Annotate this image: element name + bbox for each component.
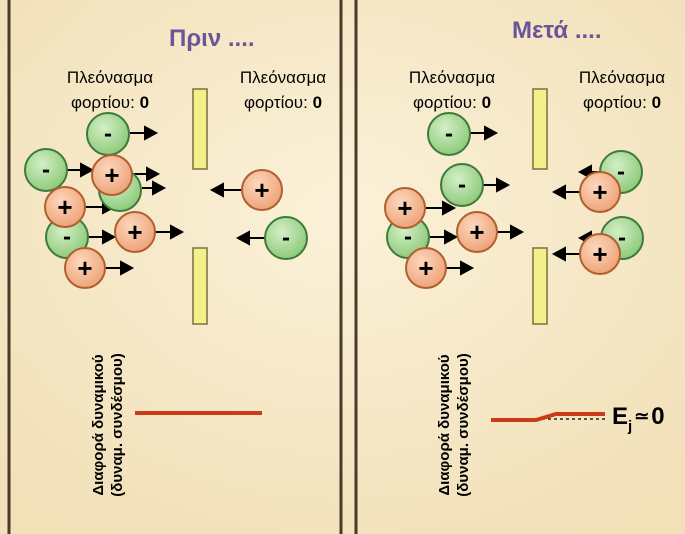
panel-title: Πριν ....: [169, 25, 255, 52]
positive-charge-icon: +: [456, 211, 498, 253]
arrow-right-icon: [130, 125, 159, 141]
negative-charge-icon: -: [427, 112, 471, 156]
arrow-right-icon: [446, 260, 475, 276]
svg-text:-: -: [458, 172, 466, 199]
svg-text:-: -: [617, 159, 625, 186]
arrow-right-icon: [426, 200, 457, 216]
svg-text:+: +: [418, 253, 433, 283]
potential-line: [491, 412, 605, 422]
right-charge-label: φορτίου: 0: [583, 93, 661, 112]
arrow-right-icon: [104, 260, 135, 276]
svg-text:+: +: [104, 160, 119, 190]
positive-charge-icon: +: [384, 187, 426, 229]
positive-charge-icon: +: [64, 247, 106, 289]
positive-charge-icon: +: [44, 186, 86, 228]
arrow-right-icon: [470, 125, 499, 141]
svg-text:+: +: [57, 192, 72, 222]
positive-charge-icon: +: [579, 233, 621, 275]
svg-text:+: +: [397, 193, 412, 223]
negative-charge-icon: -: [86, 112, 130, 156]
positive-charge-icon: +: [91, 154, 133, 196]
arrow-left-icon: [551, 246, 580, 262]
membrane-barrier-icon: [532, 88, 548, 170]
panel-before: Πριν .... Πλεόνασμα φορτίου: 0 Πλεόνασμα…: [7, 0, 343, 534]
arrow-right-icon: [497, 224, 525, 240]
svg-text:-: -: [618, 225, 626, 252]
membrane-barrier-icon: [192, 88, 208, 170]
membrane-barrier-icon: [532, 247, 548, 325]
svg-text:-: -: [404, 224, 412, 251]
potential-axis-label: (δυναμ. συνδέσμου): [109, 353, 126, 496]
svg-text:-: -: [104, 121, 112, 148]
arrow-right-icon: [430, 229, 459, 245]
arrow-left-icon: [235, 230, 266, 246]
negative-charge-icon: -: [24, 148, 68, 192]
right-charge-label: φορτίου: 0: [244, 93, 322, 112]
membrane-barrier-icon: [192, 247, 208, 325]
left-charge-label: φορτίου: 0: [71, 93, 149, 112]
svg-text:-: -: [63, 224, 71, 251]
svg-text:+: +: [77, 253, 92, 283]
arrow-left-icon: [551, 184, 580, 200]
right-charge-label: Πλεόνασμα: [240, 68, 326, 87]
svg-text:-: -: [445, 121, 453, 148]
svg-text:+: +: [592, 239, 607, 269]
negative-charge-icon: -: [440, 163, 484, 207]
panel-after: Μετά .... Πλεόνασμα φορτίου: 0 Πλεόνασμα…: [354, 0, 665, 534]
potential-axis-label: (δυναμ. συνδέσμου): [455, 353, 472, 496]
svg-text:+: +: [127, 217, 142, 247]
junction-potential-label: Ej≃0: [612, 403, 665, 435]
arrow-right-icon: [155, 224, 185, 240]
left-charge-label: Πλεόνασμα: [409, 68, 495, 87]
left-charge-label: Πλεόνασμα: [67, 68, 153, 87]
arrow-right-icon: [88, 229, 117, 245]
positive-charge-icon: +: [241, 169, 283, 211]
positive-charge-icon: +: [114, 211, 156, 253]
positive-charge-icon: +: [579, 171, 621, 213]
panel-title: Μετά ....: [512, 17, 602, 44]
svg-text:-: -: [42, 157, 50, 184]
potential-axis-label: Διαφορά δυναμικού: [436, 354, 453, 495]
arrow-right-icon: [142, 180, 167, 196]
right-charge-label: Πλεόνασμα: [579, 68, 665, 87]
svg-text:+: +: [254, 175, 269, 205]
positive-charge-icon: +: [405, 247, 447, 289]
left-charge-label: φορτίου: 0: [413, 93, 491, 112]
svg-text:+: +: [469, 217, 484, 247]
arrow-left-icon: [209, 182, 242, 198]
potential-axis-label: Διαφορά δυναμικού: [90, 354, 107, 495]
svg-text:+: +: [592, 177, 607, 207]
svg-text:-: -: [282, 225, 290, 252]
arrow-right-icon: [482, 177, 511, 193]
negative-charge-icon: -: [264, 216, 308, 260]
